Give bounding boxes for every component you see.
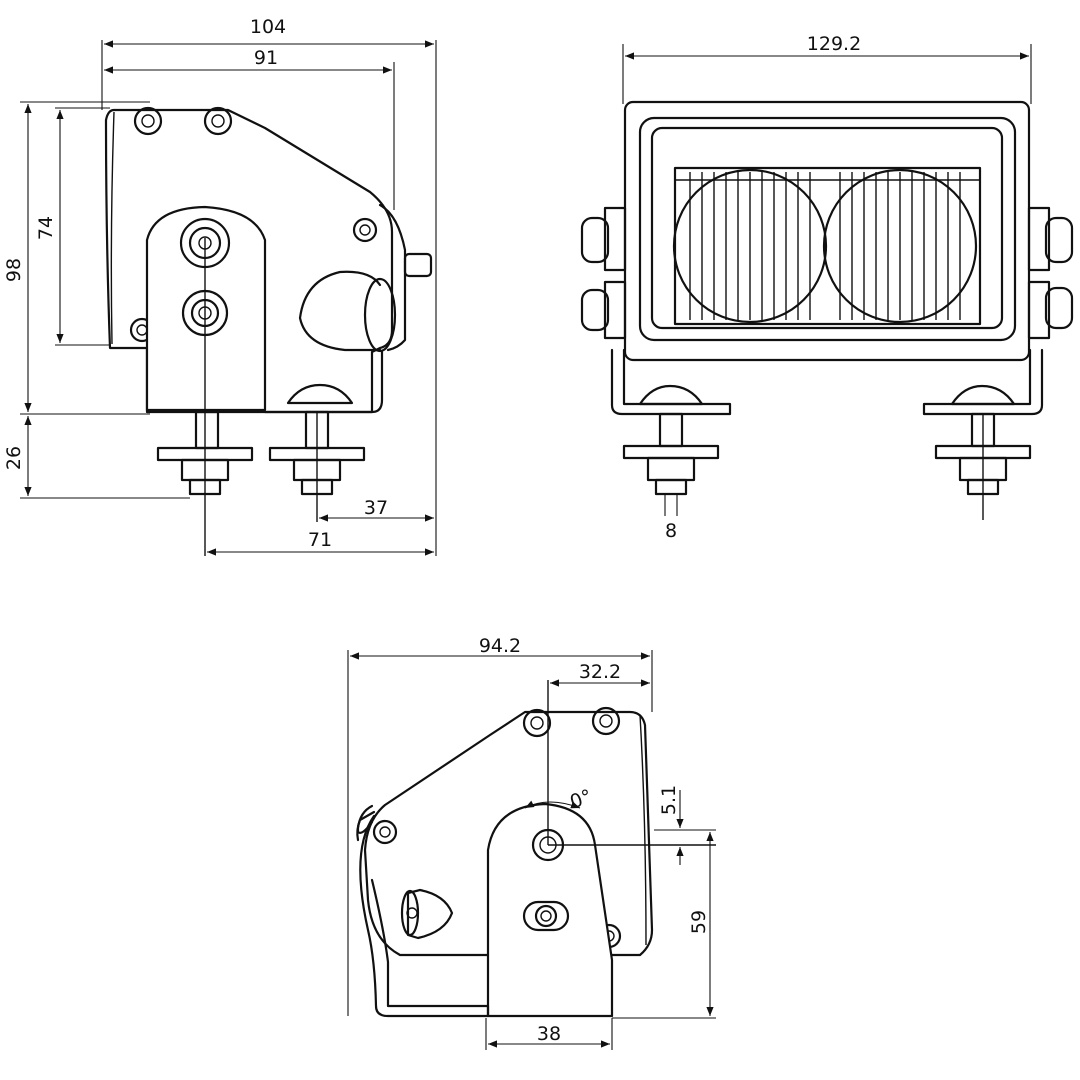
dim-mount-height: 26 <box>3 446 25 470</box>
housing-outline <box>104 108 394 414</box>
bullet-lamp <box>298 270 382 352</box>
dimension-lines <box>622 44 1032 104</box>
dim-bolt-offset-front: 37 <box>364 497 388 519</box>
side-view-right: 94.2 32.2 5.1 59 38 0° <box>347 635 716 1050</box>
mounting-stud <box>622 412 1032 496</box>
l-bracket <box>359 814 490 1018</box>
bullet-lamp <box>406 888 454 940</box>
dimension-lines <box>347 650 716 1050</box>
front-bracket <box>610 348 1044 416</box>
rubber-foot <box>286 383 354 405</box>
mounting-stud <box>156 410 366 496</box>
dim-pivot-height: 59 <box>688 910 710 934</box>
side-knob <box>580 206 1074 340</box>
dim-bolt-offset-rear: 71 <box>308 529 332 551</box>
front-bezel-inner <box>650 126 1004 330</box>
dim-bolt-diameter: 8 <box>665 520 677 542</box>
lens-window <box>673 166 982 326</box>
housing-screw <box>129 106 378 343</box>
dim-pivot-offset: 32.2 <box>579 661 621 683</box>
tilt-arc <box>524 800 581 809</box>
bullet-lamp-rim <box>363 277 397 353</box>
bullet-lamp-rim <box>400 889 420 937</box>
housing-face-line <box>110 111 115 345</box>
front-lens-strip <box>378 203 407 352</box>
dim-overall-width: 104 <box>250 16 286 38</box>
dim-housing-width: 91 <box>254 47 278 69</box>
front-view: 129.2 8 <box>580 33 1074 542</box>
dim-overall-height: 98 <box>3 258 25 282</box>
bracket-plate <box>145 205 267 412</box>
l-bracket <box>263 350 384 414</box>
dim-front-width: 129.2 <box>807 33 861 55</box>
dim-housing-height: 74 <box>35 216 57 240</box>
front-housing <box>623 100 1031 362</box>
dim-pivot-drop: 5.1 <box>658 785 680 815</box>
bracket-plate <box>486 802 614 1018</box>
side-view-left: 104 91 98 74 26 37 71 <box>3 16 437 556</box>
reflector-lens <box>672 168 978 324</box>
dim-side-overall-width: 94.2 <box>479 635 521 657</box>
connector-plug <box>403 252 433 278</box>
tilt-angle-label: 0° <box>567 785 595 813</box>
front-bezel <box>638 116 1017 342</box>
housing-face-line <box>639 714 647 946</box>
dim-bracket-width: 38 <box>537 1023 561 1045</box>
dimension-lines <box>20 40 437 556</box>
housing-outline <box>363 710 654 957</box>
